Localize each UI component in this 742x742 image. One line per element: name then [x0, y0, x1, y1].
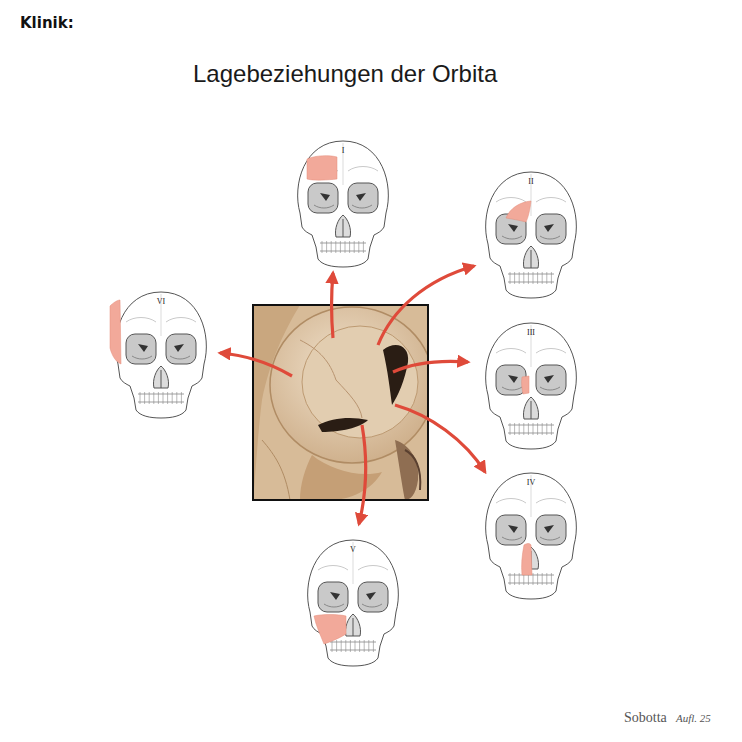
view-number: VI: [108, 298, 214, 306]
view-number: II: [478, 178, 584, 186]
skull-view: VI: [108, 286, 214, 420]
skull-view: V: [300, 534, 406, 668]
skull-view: I: [290, 135, 396, 269]
edition-label: Aufl. 25: [676, 712, 711, 724]
illustration-frame: [253, 305, 428, 500]
view-number: V: [300, 546, 406, 554]
skull-outline: [478, 166, 584, 300]
skull-outline: [108, 286, 214, 420]
title: Lagebeziehungen der Orbita: [193, 60, 497, 88]
source-label: Sobotta: [624, 710, 667, 726]
skull-outline: [300, 534, 406, 668]
skull-view: III: [478, 317, 584, 451]
skull-view: IV: [478, 467, 584, 601]
view-number: I: [290, 147, 396, 155]
skull-outline: [290, 135, 396, 269]
skull-view: II: [478, 166, 584, 300]
orbit-illustration: [253, 305, 428, 500]
skull-outline: [478, 317, 584, 451]
section-label: Klinik:: [20, 14, 74, 32]
skull-outline: [478, 467, 584, 601]
view-number: IV: [478, 479, 584, 487]
view-number: III: [478, 329, 584, 337]
relation-arrows: [220, 266, 485, 524]
